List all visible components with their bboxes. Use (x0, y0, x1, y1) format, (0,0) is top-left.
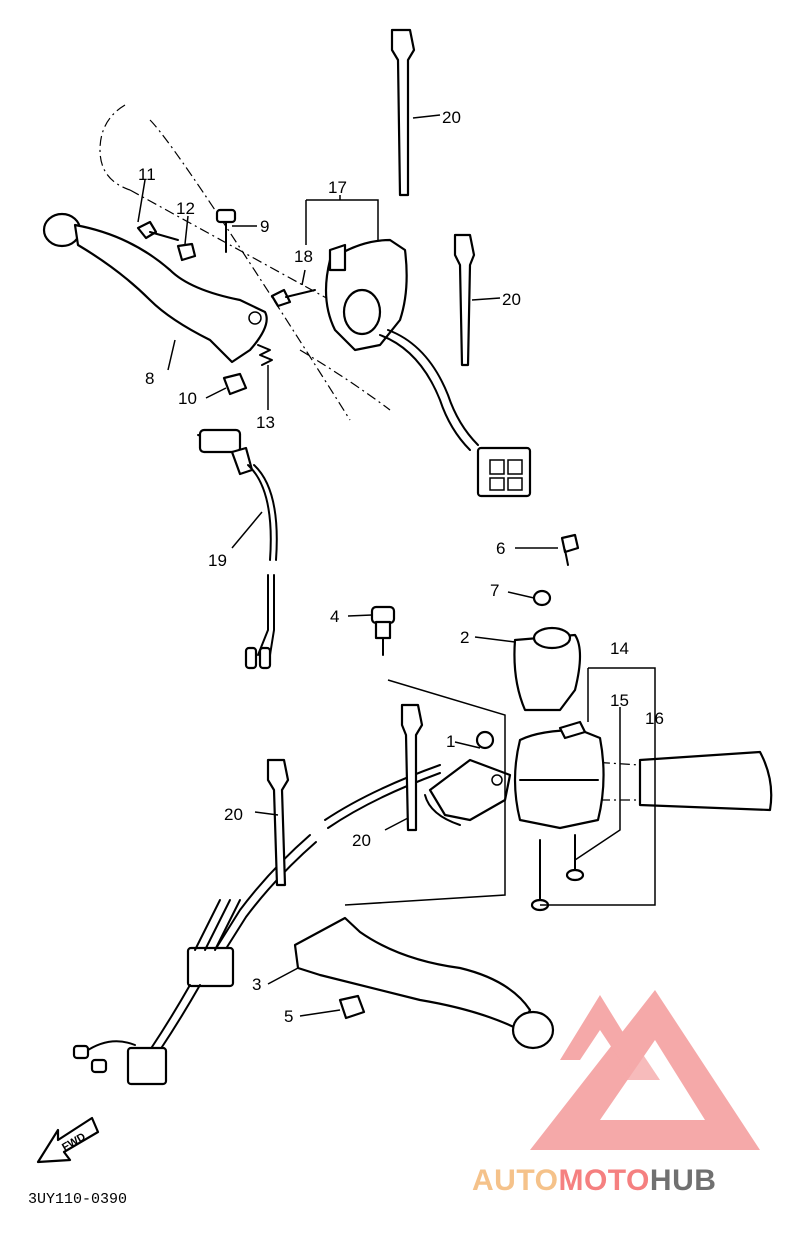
callout-8: 8 (145, 369, 154, 388)
fwd-arrow-icon: FWD (36, 1116, 100, 1164)
callout-14: 14 (610, 639, 629, 658)
callout-17: 17 (328, 178, 347, 197)
upper-cable-ties (390, 28, 476, 367)
stop-switch (197, 428, 278, 670)
lower-lever (293, 916, 555, 1050)
callout-20-left: 20 (224, 805, 243, 824)
callout-2: 2 (460, 628, 469, 647)
callout-12: 12 (176, 199, 195, 218)
upper-hardware (136, 208, 316, 396)
callout-20-top: 20 (442, 108, 461, 127)
callout-20-right: 20 (502, 290, 521, 309)
leader-lines (137, 114, 656, 1017)
callout-3: 3 (252, 975, 261, 994)
fwd-label: FWD (60, 1131, 88, 1154)
callout-20-middle: 20 (352, 831, 371, 850)
callout-11: 11 (138, 165, 156, 184)
watermark-logo (530, 990, 760, 1150)
svg-text:AUTOMOTOHUB: AUTOMOTOHUB (472, 1164, 716, 1197)
callout-9: 9 (260, 217, 269, 236)
watermark-hub: HUB (650, 1164, 717, 1197)
callout-1: 1 (446, 732, 455, 751)
lower-wiring (72, 764, 441, 1086)
callout-18: 18 (294, 247, 313, 266)
figure-code: 3UY110-0390 (28, 1191, 127, 1208)
lower-switch-housing (513, 720, 605, 830)
upper-switch-housing (324, 238, 532, 498)
lever-bracket (424, 730, 512, 826)
housing-screws (530, 834, 585, 912)
callout-19: 19 (208, 551, 227, 570)
throttle-housing (513, 626, 582, 712)
callout-labels: 1 2 3 4 5 6 7 8 9 10 11 12 13 14 15 16 1… (138, 108, 664, 1026)
callout-5: 5 (284, 1007, 293, 1026)
callout-6: 6 (496, 539, 505, 558)
callout-13: 13 (256, 413, 275, 432)
callout-10: 10 (178, 389, 197, 408)
callout-4: 4 (330, 607, 339, 626)
watermark-moto: MOTO (558, 1164, 649, 1197)
callout-16: 16 (645, 709, 664, 728)
callout-7: 7 (490, 581, 499, 600)
upper-lever (42, 212, 268, 364)
left-grip (99, 104, 391, 421)
watermark-auto: AUTO (472, 1164, 558, 1197)
lower-cable-ties (266, 703, 424, 887)
watermark-brand: AUTOMOTOHUB (472, 1164, 716, 1197)
callout-15: 15 (610, 691, 629, 710)
